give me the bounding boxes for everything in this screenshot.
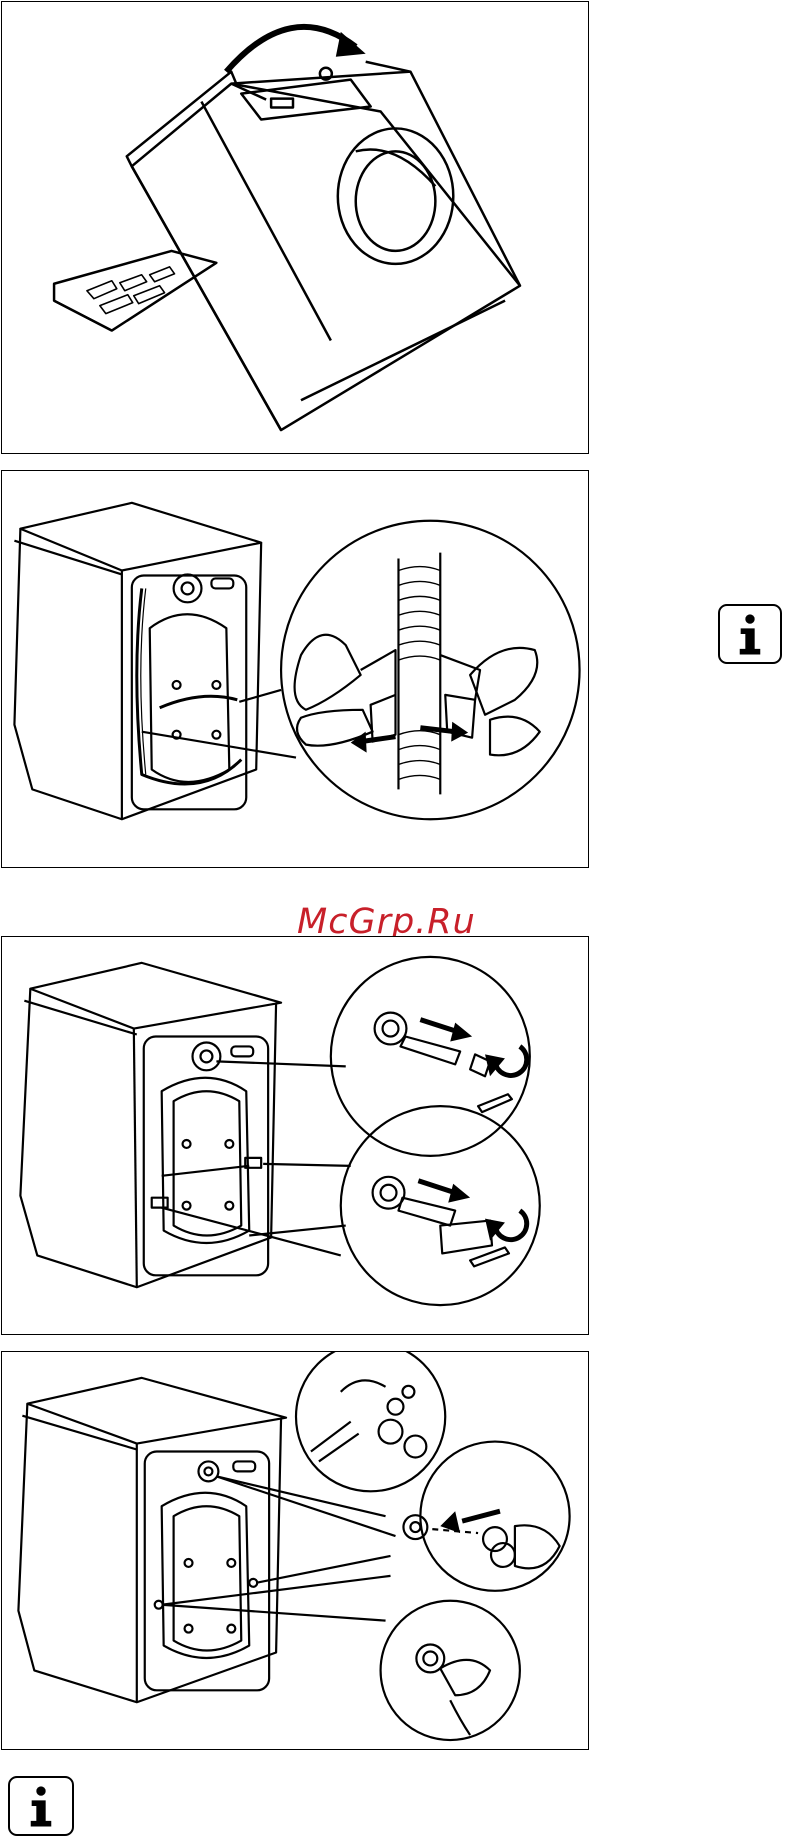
hose-clip-removal-illustration	[2, 471, 588, 867]
figure-remove-hose-clip	[1, 470, 589, 868]
figure-tilt-machine	[1, 1, 589, 454]
washing-machine-tilt-illustration	[2, 2, 588, 453]
info-icon	[8, 1776, 74, 1836]
transit-bolt-removal-illustration	[2, 937, 588, 1334]
figure-insert-caps	[1, 1351, 589, 1750]
plastic-cap-insertion-illustration	[2, 1352, 588, 1749]
figure-remove-transit-bolts	[1, 936, 589, 1335]
info-icon	[718, 604, 782, 664]
